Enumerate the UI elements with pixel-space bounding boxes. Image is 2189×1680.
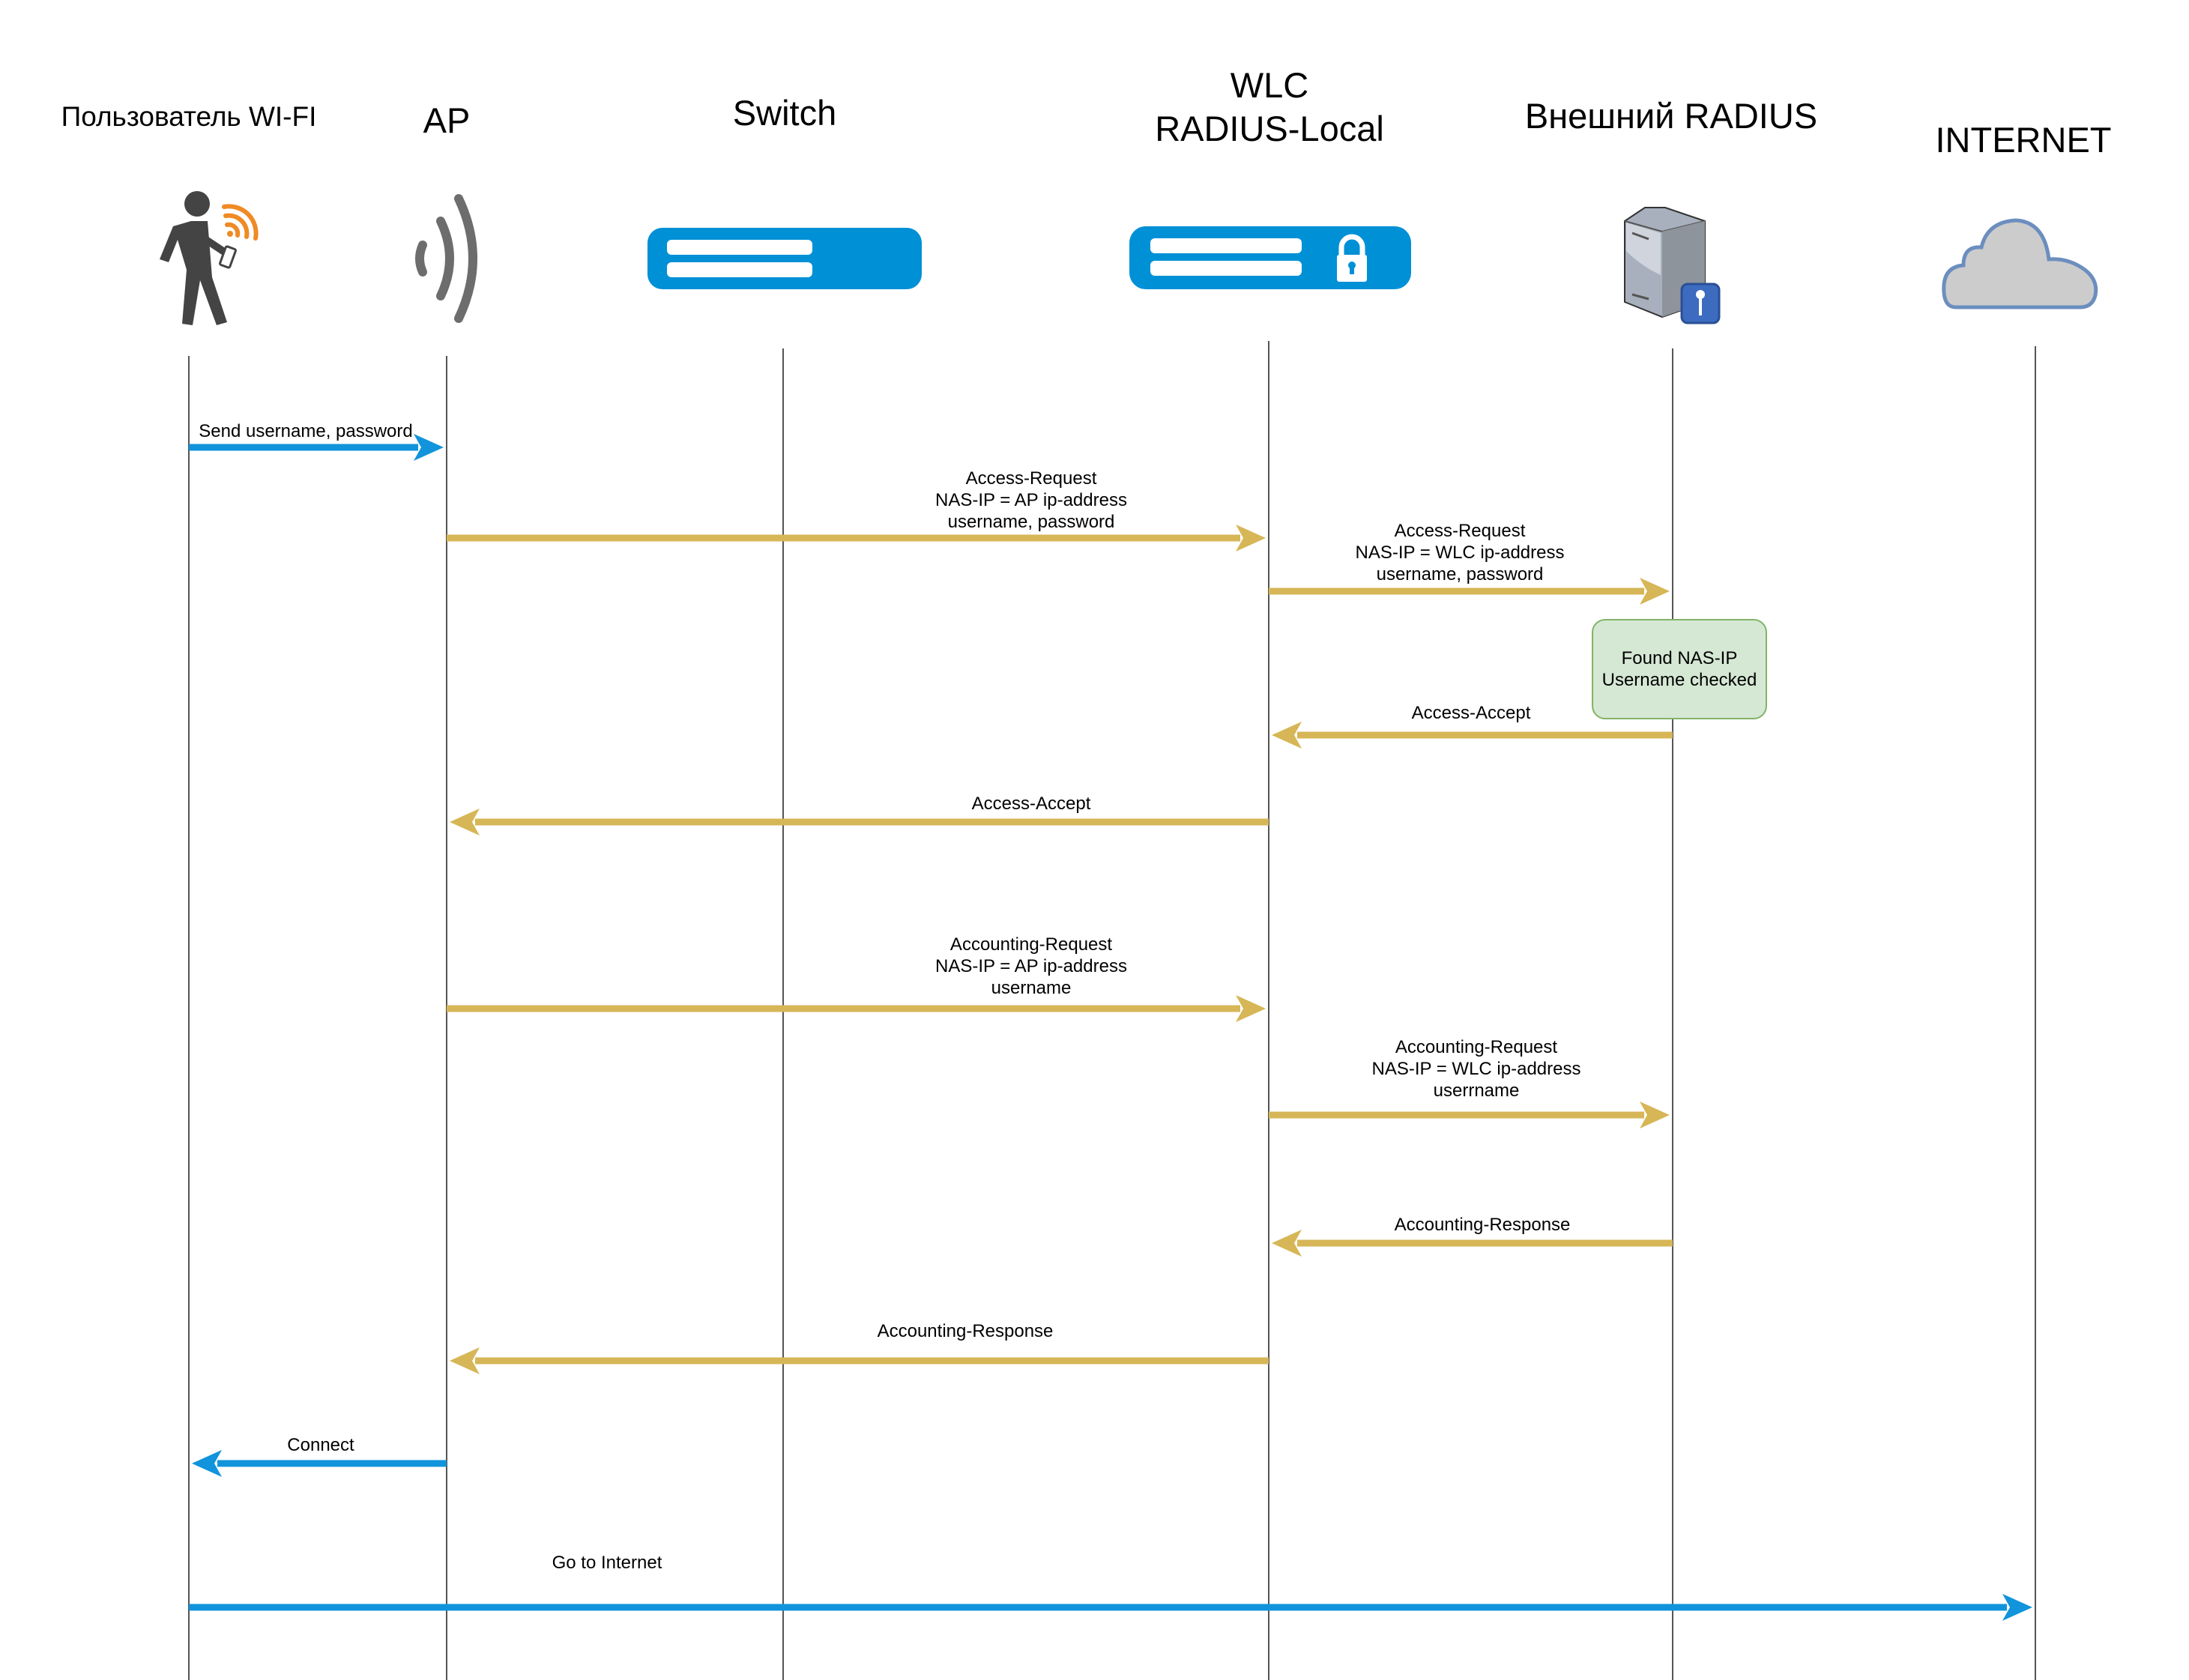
lifeline-switch	[782, 348, 784, 1680]
actor-title-switch: Switch	[732, 93, 837, 133]
message-arrow-head	[450, 809, 480, 836]
message-label: Go to Internet	[552, 1553, 662, 1573]
message-arrow-line	[217, 1460, 447, 1467]
message-arrow-head	[1640, 1102, 1670, 1128]
message-arrow-line	[447, 1005, 1240, 1012]
message-arrow-line	[1269, 1111, 1644, 1119]
message-arrow-line	[447, 534, 1240, 542]
switch-device-icon	[647, 228, 922, 289]
lifeline-radius	[1672, 348, 1673, 1680]
lifeline-wlc	[1268, 341, 1269, 1680]
lifeline-user	[188, 356, 190, 1680]
message-arrow-head	[1236, 525, 1266, 552]
walking-person-wifi-icon	[160, 191, 259, 325]
message-arrow-head	[1272, 722, 1302, 749]
message-arrow-line	[475, 1357, 1269, 1365]
message-arrow-head	[1640, 578, 1670, 605]
message-arrow-head	[1236, 995, 1266, 1022]
message-label: Accounting-Response	[877, 1321, 1054, 1341]
lifeline-ap	[446, 356, 447, 1680]
cloud-icon	[1942, 218, 2098, 309]
note-radius-check: Found NAS-IP Username checked	[1592, 619, 1767, 719]
message-label: Accounting-Request NAS-IP = AP ip-addres…	[935, 934, 1127, 998]
actor-title-radius: Внешний RADIUS	[1524, 96, 1818, 136]
message-label: Accounting-Response	[1394, 1215, 1571, 1235]
message-arrow-line	[475, 818, 1269, 826]
actor-title-internet: INTERNET	[1935, 120, 2112, 160]
actor-title-user: Пользователь WI-FI	[61, 101, 317, 132]
message-arrow-line	[1269, 587, 1644, 595]
server-key-icon	[1624, 207, 1721, 324]
message-arrow-head	[414, 434, 444, 461]
wireless-signal-icon	[415, 194, 477, 323]
message-arrow-line	[189, 444, 418, 451]
message-arrow-head	[450, 1347, 480, 1374]
actor-title-ap: AP	[423, 100, 471, 140]
message-arrow-line	[1297, 731, 1673, 739]
message-arrow-line	[189, 1604, 2007, 1611]
message-label: Access-Request NAS-IP = WLC ip-address u…	[1355, 521, 1565, 584]
message-label: Access-Accept	[1411, 703, 1531, 723]
message-label: Access-Request NAS-IP = AP ip-address us…	[935, 468, 1127, 532]
message-arrow-head	[1272, 1230, 1302, 1257]
message-label: Connect	[287, 1435, 354, 1455]
message-label: Send username, password	[199, 421, 413, 441]
message-arrow-head	[192, 1450, 222, 1477]
message-arrow-head	[2002, 1594, 2032, 1621]
message-label: Access-Accept	[971, 794, 1091, 814]
message-label: Accounting-Request NAS-IP = WLC ip-addre…	[1371, 1037, 1581, 1101]
lifeline-internet	[2035, 346, 2036, 1680]
wlc-secure-device-icon	[1129, 226, 1411, 289]
actor-title-wlc: WLC RADIUS-Local	[1155, 65, 1384, 148]
message-arrow-line	[1297, 1239, 1673, 1247]
